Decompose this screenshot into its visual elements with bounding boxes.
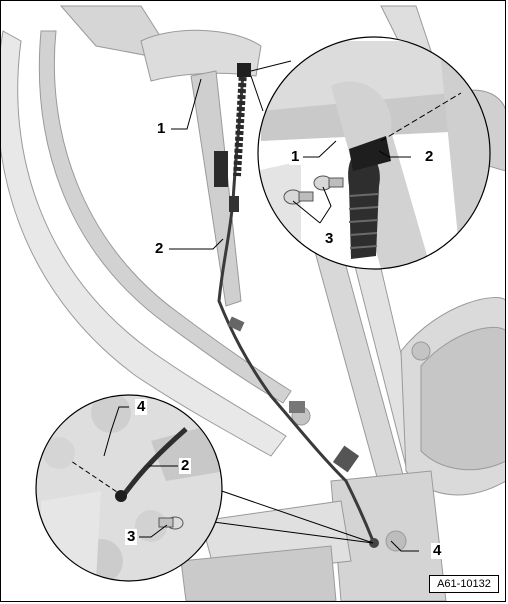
callout-4-main: 4: [431, 542, 444, 559]
callout-1-main: 1: [155, 120, 168, 137]
figure-reference-code: A61-10132: [429, 575, 499, 593]
callout-3-detail-top: 3: [323, 230, 336, 247]
callout-2-detail-bottom: 2: [179, 457, 192, 474]
callout-3-detail-bottom: 3: [125, 528, 138, 545]
callout-4-detail-bottom: 4: [135, 398, 148, 415]
detail-connector-lines: [205, 60, 374, 544]
callout-2-main: 2: [153, 240, 166, 257]
screw-icon: [158, 516, 184, 530]
callout-leaders: [103, 78, 419, 552]
callout-2-detail-top: 2: [423, 148, 436, 165]
bowden-cable-main: [214, 63, 379, 548]
callout-1-detail-top: 1: [289, 148, 302, 165]
detail-view-top: [257, 36, 491, 270]
screw-icon: [283, 175, 344, 205]
